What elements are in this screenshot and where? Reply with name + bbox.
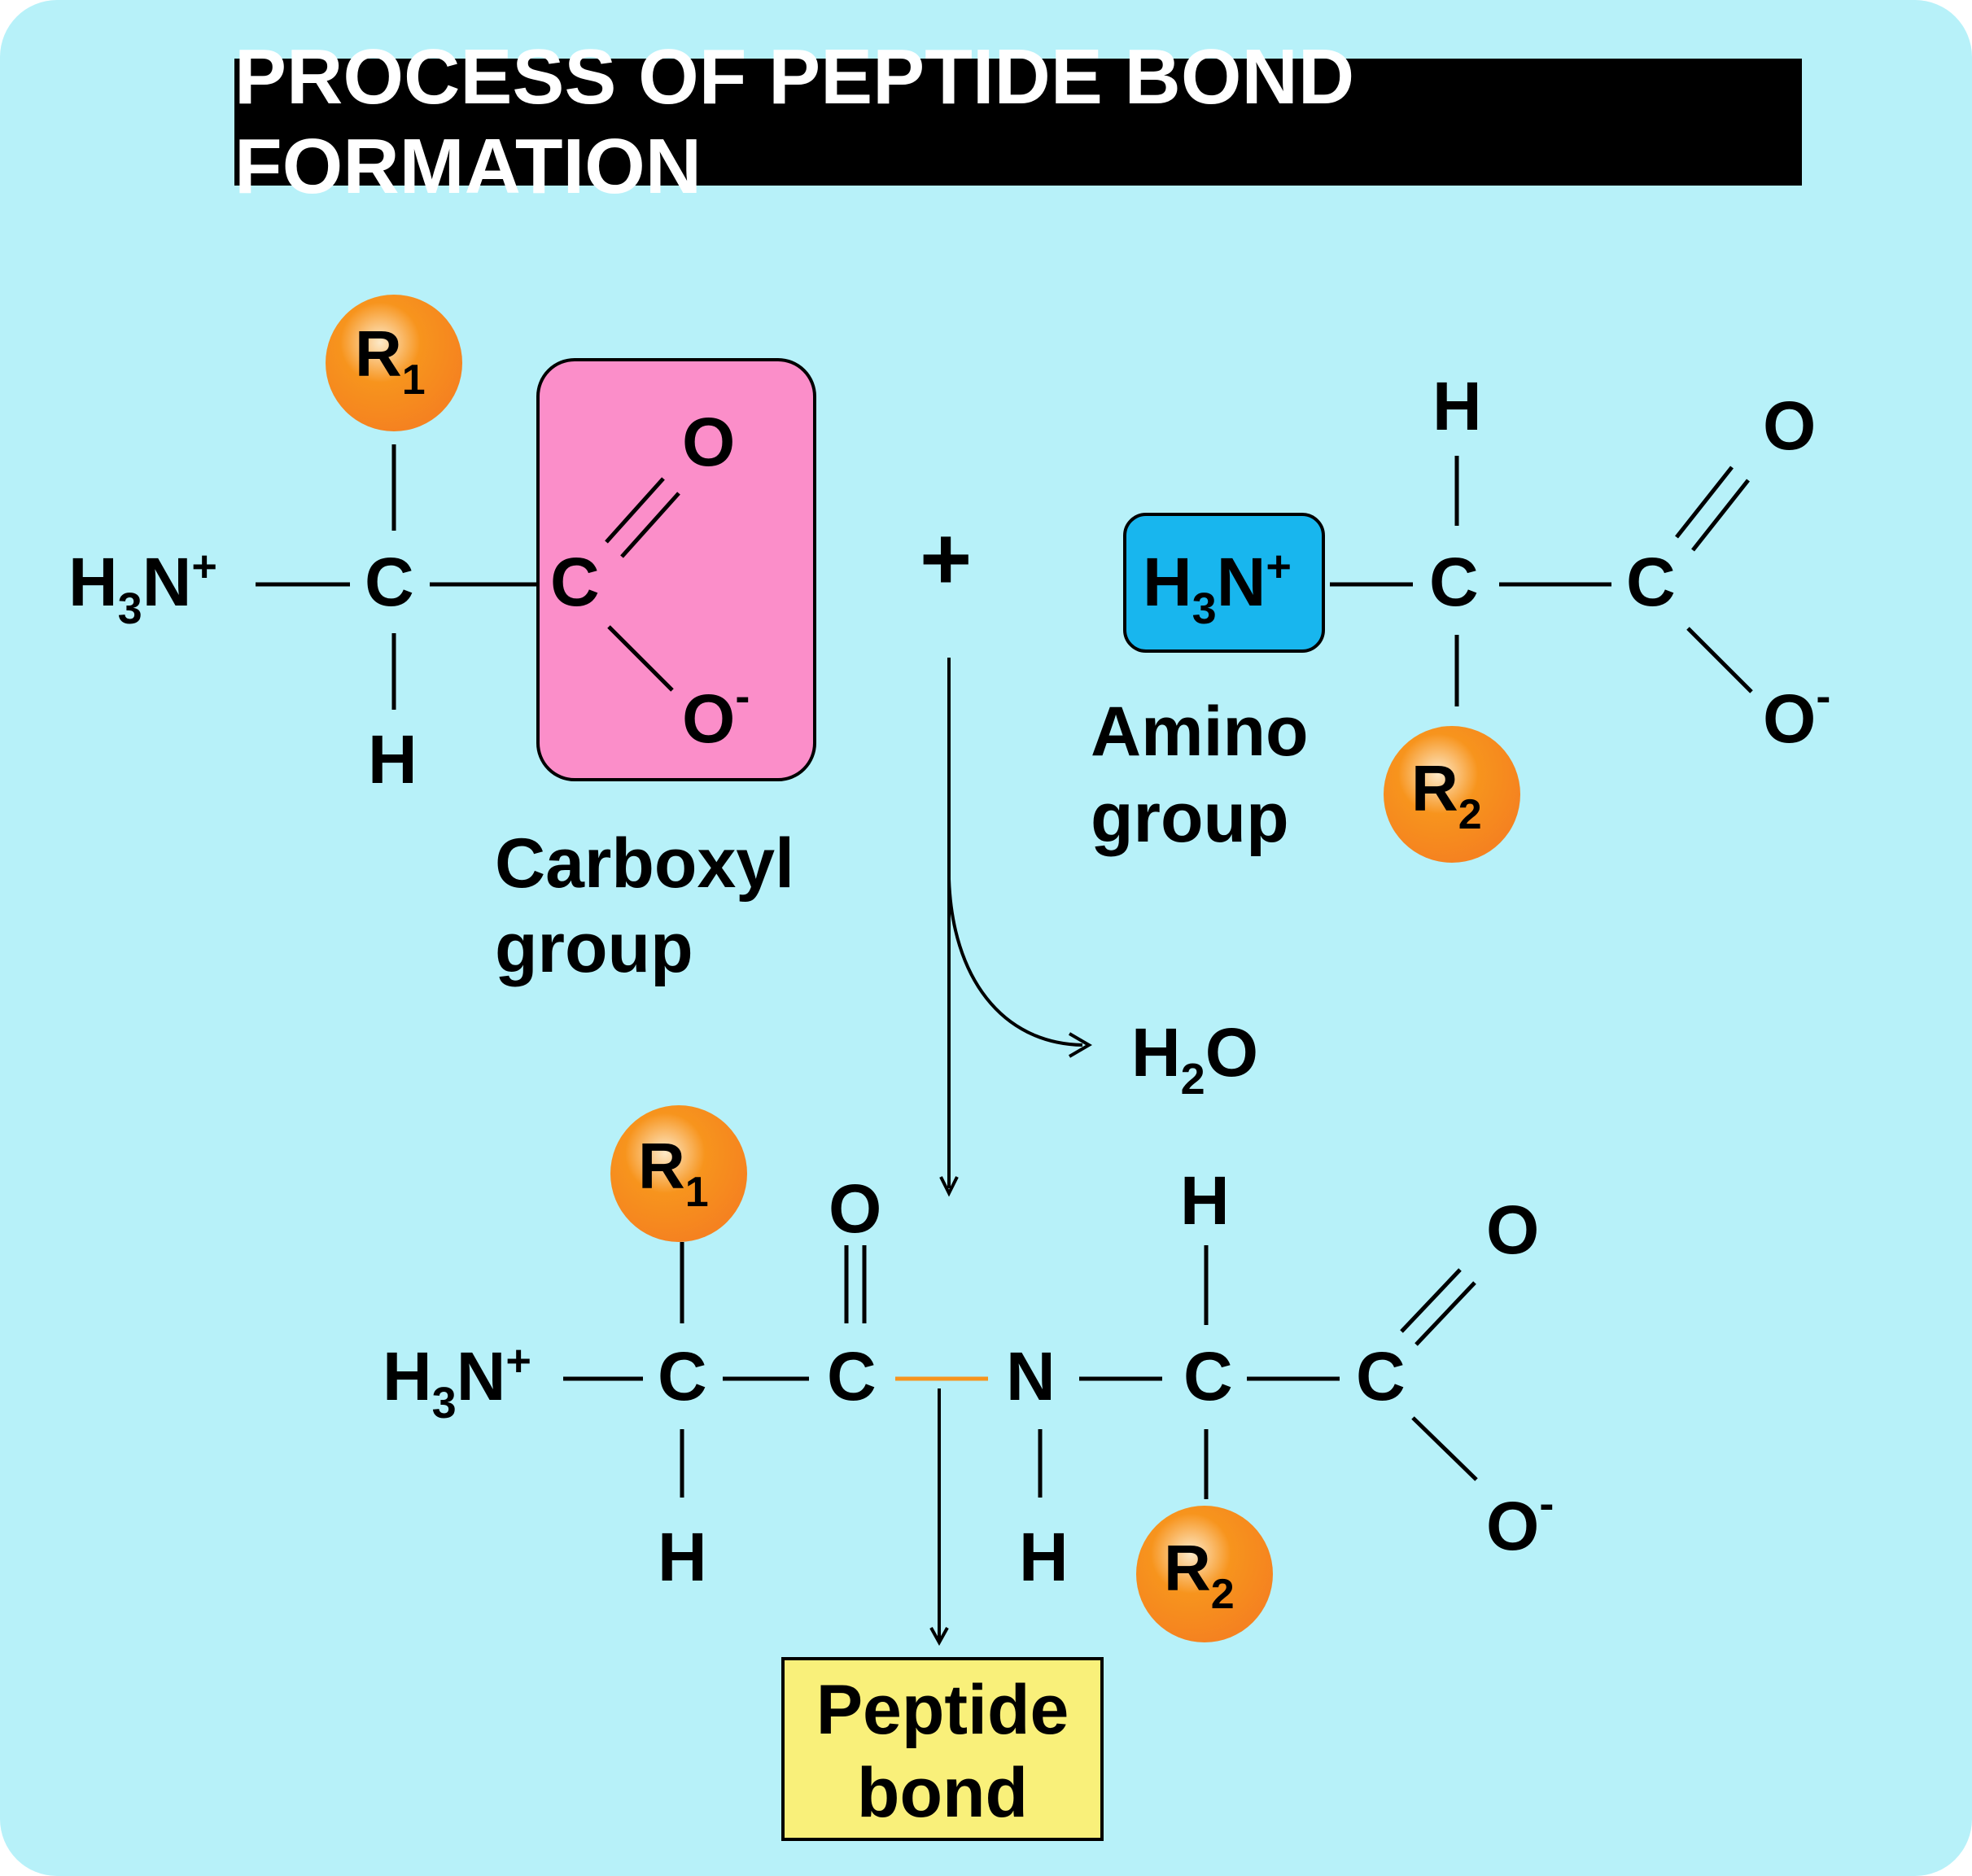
title-bar: PROCESS OF PEPTIDE BOND FORMATION [234, 33, 1802, 210]
plus-sign: + [920, 509, 972, 609]
reaction-arrow [939, 658, 1092, 1197]
carbonyl-carbon: C [827, 1338, 877, 1415]
page-title: PROCESS OF PEPTIDE BOND FORMATION [234, 33, 1355, 210]
peptide-bond-label-line1: Peptide [816, 1671, 1069, 1749]
r2-group-bottom [1136, 1506, 1273, 1642]
r2-label-top: R2 [1411, 752, 1482, 838]
hydrogen-5: H [1180, 1162, 1230, 1239]
r1-label-top: R1 [355, 317, 426, 404]
amino-acid-1: R1 H3N+ C H C O O- [68, 295, 816, 798]
carboxyl-group-label-line1: Carboxyl [495, 824, 794, 903]
carboxyl-group-label-line2: group [495, 909, 693, 987]
oxygen-2: O [1763, 387, 1816, 464]
alpha-carbon-2: C [1429, 544, 1479, 620]
r2-group-top [1384, 726, 1520, 863]
amine-group-1: H3N+ [68, 542, 217, 633]
hydrogen-4: H [1019, 1519, 1069, 1595]
dipeptide: R1 H3N+ C H C O N H C H R2 [383, 1105, 1554, 1646]
amino-group-label-line1: Amino [1091, 693, 1309, 771]
hydrogen-1: H [368, 721, 418, 798]
oxygen-3: O [1486, 1192, 1539, 1268]
oxide-3: O- [1486, 1480, 1554, 1564]
carboxyl-carbon-1: C [550, 544, 600, 620]
hydrogen-3: H [658, 1519, 707, 1595]
amine-group-3: H3N+ [383, 1336, 531, 1428]
carboxyl-carbon-2: C [1626, 544, 1676, 620]
alpha-carbon-1: C [365, 544, 414, 620]
oxygen-1: O [682, 404, 735, 480]
r2-label-bottom: R2 [1164, 1532, 1235, 1618]
carboxyl-group-box [536, 358, 816, 781]
water-label: H2O [1131, 1014, 1258, 1104]
r1-group-top [326, 295, 462, 431]
carboxyl-carbon-3: C [1356, 1338, 1406, 1415]
amino-group-label-line2: group [1091, 779, 1289, 857]
alpha-carbon-3: C [658, 1338, 707, 1415]
oxide-1: O- [682, 672, 750, 757]
peptide-bond-label: Peptide bond [781, 1657, 1104, 1841]
r1-label-bottom: R1 [638, 1130, 709, 1216]
peptide-bond-label-line2: bond [857, 1754, 1028, 1832]
amide-nitrogen: N [1006, 1338, 1056, 1415]
r1-group-bottom [610, 1105, 747, 1242]
oxide-2: O- [1763, 672, 1830, 757]
alpha-carbon-4: C [1183, 1338, 1233, 1415]
amino-acid-2: H3N+ C H R2 C O O- [1123, 368, 1830, 863]
amine-group-2: H3N+ [1143, 542, 1292, 633]
amino-group-box [1123, 513, 1325, 653]
hydrogen-2: H [1432, 368, 1482, 444]
carbonyl-oxygen: O [829, 1170, 881, 1247]
